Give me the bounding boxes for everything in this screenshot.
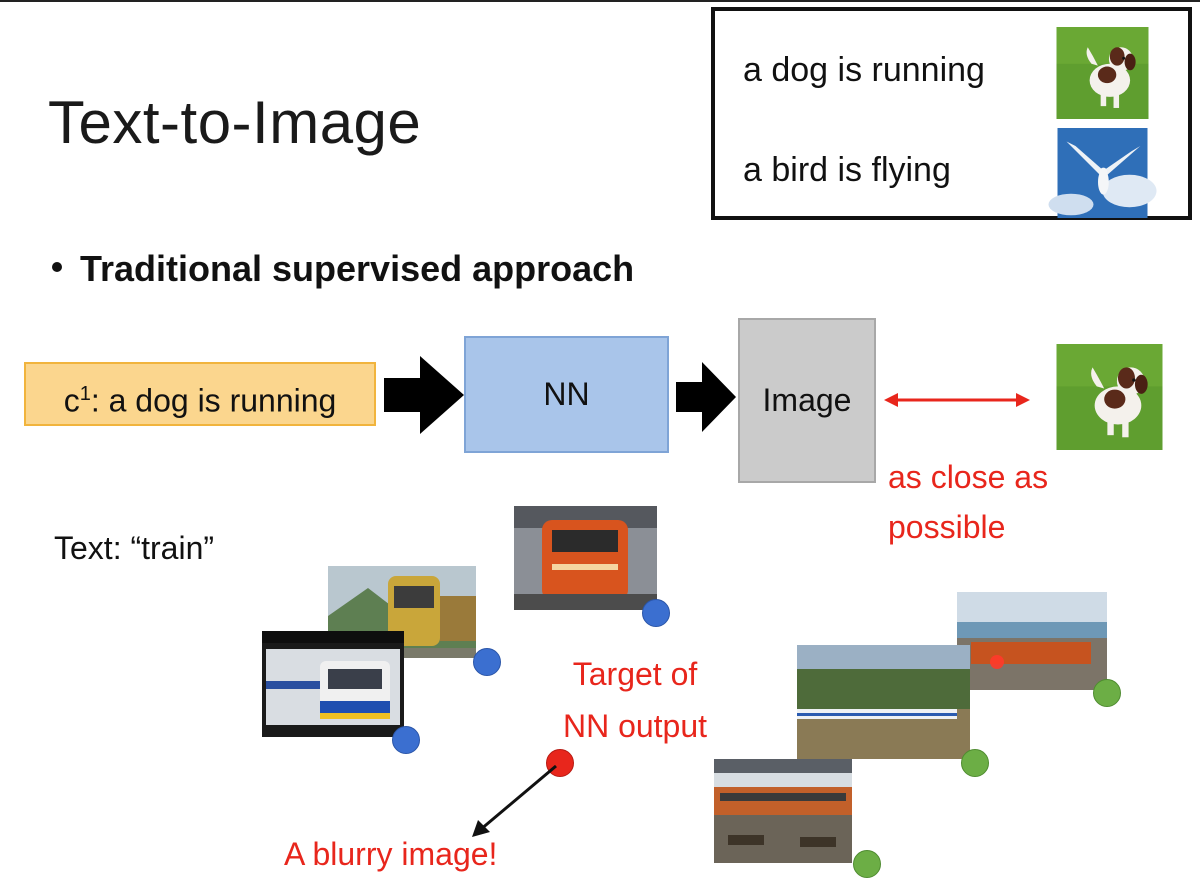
bullet-text: Traditional supervised approach [80,248,635,289]
cluster-dot-green [1093,679,1121,707]
train-photo-coast [957,592,1107,690]
condition-prefix: c [63,382,80,419]
cluster-dot-blue [642,599,670,627]
dog-photo [1056,27,1149,119]
target-dog-photo [1056,344,1163,450]
target-line1: Target of [572,656,698,692]
condition-box: c1: a dog is running [24,362,376,426]
bird-photo [1048,128,1157,218]
cluster-dot-blue [473,648,501,676]
blurry-label: A blurry image! [284,836,498,872]
arrow-right-icon [384,356,464,434]
image-output-box: Image [738,318,876,483]
double-arrow-icon [884,393,1030,407]
example-caption-dog: a dog is running [743,51,985,89]
condition-text: : a dog is running [90,382,337,419]
cluster-dot-green [853,850,881,878]
train-photo-highspeed [797,645,970,759]
nn-box: NN [464,336,669,453]
train-photo-red [514,506,657,610]
bullet-heading: Traditional supervised approach [52,248,634,290]
arrow-right-icon-2 [676,362,736,432]
train-photo-white [262,631,404,737]
examples-box: a dog is running a bird is flying [711,7,1192,220]
arrow-down-left-icon [472,764,557,837]
target-label: Target of NN output [530,648,740,752]
compare-note-line2: possible [888,509,1006,545]
example-caption-bird: a bird is flying [743,151,951,189]
compare-note-line1: as close as [888,459,1049,495]
top-rule [0,0,1200,2]
train-text-label: Text: “train” [54,530,215,566]
target-line2: NN output [562,708,708,744]
cluster-dot-blue [392,726,420,754]
compare-note: as close as possible [888,452,1048,552]
cluster-dot-green [961,749,989,777]
condition-superscript: 1 [79,383,91,405]
slide-title: Text-to-Image [48,89,422,156]
bullet-dot-icon [52,262,62,273]
train-photo-platform [714,759,852,863]
